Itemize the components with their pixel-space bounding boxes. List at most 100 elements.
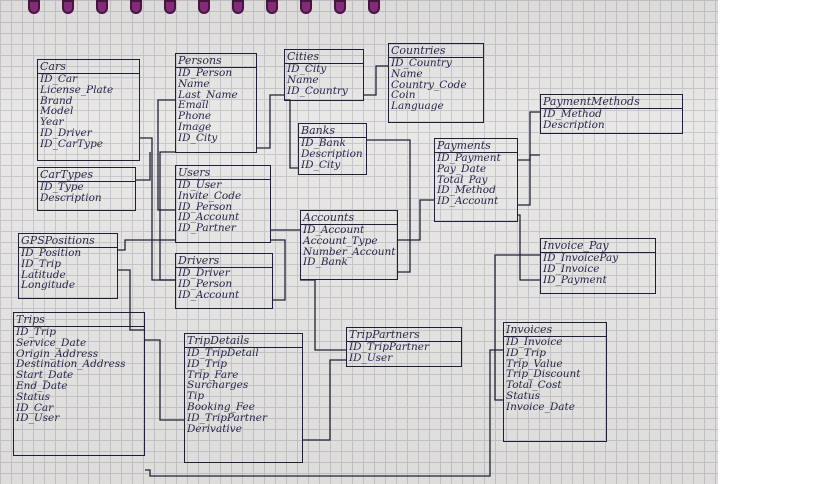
entity-title: Invoice_Pay — [541, 239, 655, 253]
entity-field: ID_City — [178, 131, 218, 144]
entity-field: Longitude — [21, 279, 76, 292]
entity-field: ID_Payment — [543, 273, 607, 286]
entity-field: ID_Trip — [506, 346, 546, 359]
entity-field: Name — [287, 73, 319, 86]
entity-field: Invoice_Date — [506, 400, 575, 413]
entity-field: Latitude — [21, 268, 66, 281]
entity-title: Cars — [38, 60, 139, 74]
entity-field: ID_InvoicePay — [543, 252, 619, 264]
entity-field: ID_TripDetail — [187, 347, 259, 359]
entity-title: Banks — [299, 124, 366, 138]
relationship-line — [300, 279, 346, 351]
entity-field: Status — [506, 389, 541, 402]
entity-field: ID_Invoice — [543, 262, 600, 275]
binding-ring — [266, 0, 278, 14]
entity-field: Invite_Code — [178, 189, 242, 202]
relationship-line — [494, 254, 540, 401]
relationship-line — [518, 214, 540, 281]
entity-field: Destination_Address — [16, 358, 126, 371]
entity-field: ID_Account — [303, 224, 365, 236]
entity-field: Description — [301, 147, 363, 160]
entity-field: ID_Partner — [178, 222, 236, 235]
entity-field: ID_Bank — [303, 256, 348, 269]
entity-field: Year — [40, 116, 64, 129]
entity-field: Status — [16, 390, 51, 403]
relationship-line — [157, 99, 175, 211]
entity-field: ID_Account — [178, 288, 240, 301]
relationship-line — [136, 152, 151, 181]
entity-title: Payments — [435, 139, 517, 153]
entity-field: ID_Bank — [301, 137, 346, 149]
relationship-line — [145, 339, 184, 421]
relationship-line — [518, 154, 540, 161]
entity-field: Derivative — [187, 422, 242, 435]
entity-field: Total_Cost — [506, 379, 562, 392]
entity-field: Tip — [187, 390, 205, 403]
entity-field: ID_Account — [437, 195, 499, 208]
entity-title: Invoices — [504, 323, 606, 337]
entity-field: ID_Country — [391, 57, 452, 69]
entity-title: Countries — [389, 44, 483, 58]
entity-title: Accounts — [301, 211, 397, 225]
relationship-line — [145, 349, 503, 477]
entity-field: ID_Position — [21, 247, 82, 259]
entity-field: ID_User — [16, 412, 60, 425]
entity-field: ID_Car — [40, 73, 78, 85]
relationship-line — [518, 111, 540, 206]
entity-field: ID_User — [178, 179, 222, 191]
entity-field: Surcharges — [187, 379, 249, 392]
entity-field: ID_Person — [178, 277, 233, 290]
entity-field: Booking_Fee — [187, 400, 255, 413]
relationship-line — [398, 199, 434, 241]
entity-field: Country_Code — [391, 78, 467, 91]
entity-field: Number_Account — [303, 245, 396, 258]
entity-title: Persons — [176, 54, 256, 68]
entity-field: ID_Person — [178, 200, 233, 213]
entity-field: License_Plate — [40, 83, 114, 96]
relationship-line — [303, 359, 346, 441]
entity-field: ID_Trip — [16, 326, 56, 338]
relationship-lines — [118, 65, 540, 477]
entity-field: Email — [178, 99, 209, 112]
relationship-line — [367, 139, 411, 273]
entity-field: ID_Trip — [187, 357, 227, 370]
binding-ring — [96, 0, 108, 14]
relationship-line — [271, 239, 286, 301]
entity-field: ID_CarType — [40, 137, 103, 150]
binding-ring — [300, 0, 312, 14]
entity-field: Description — [40, 191, 102, 204]
entity-field: ID_Account — [178, 211, 240, 224]
relationship-line — [284, 99, 298, 169]
entity-field: ID_TripPartner — [349, 341, 430, 353]
entity-field: Trip_Value — [506, 357, 563, 370]
binding-ring — [130, 0, 142, 14]
relationship-line — [364, 65, 388, 96]
entity-title: Trips — [14, 313, 144, 327]
entity-field: Account_Type — [303, 234, 378, 247]
entity-field: Trip_Discount — [506, 368, 581, 381]
entity-field: ID_Invoice — [506, 336, 563, 348]
entity-field: Start_Date — [16, 369, 74, 382]
entity-field: ID_Person — [178, 67, 233, 79]
binding-ring — [28, 0, 40, 14]
entity-title: PaymentMethods — [541, 95, 682, 109]
